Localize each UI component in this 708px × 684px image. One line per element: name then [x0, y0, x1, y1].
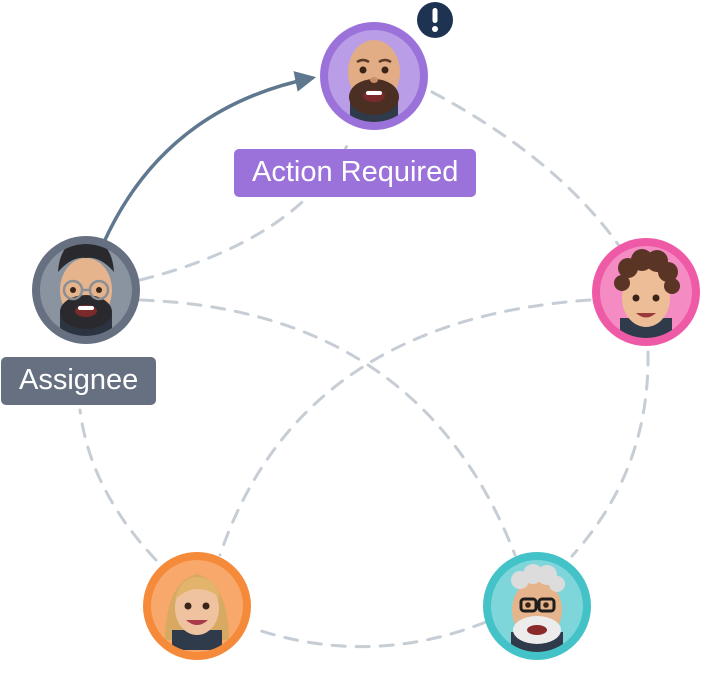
edge-bottomright-bottomleft	[250, 620, 488, 649]
edge-bottomleft-left	[78, 408, 158, 562]
avatar-assignee[interactable]	[32, 236, 140, 344]
action-required-label: Action Required	[234, 149, 477, 197]
avatar-member-right[interactable]	[592, 238, 700, 348]
bald-bearded-man-face	[348, 40, 400, 122]
connection-edges	[78, 90, 650, 649]
avatar-action-required[interactable]	[320, 22, 428, 130]
edge-left-bottomright	[138, 298, 517, 557]
edge-right-bottomright	[570, 350, 650, 558]
edge-top-right	[430, 90, 624, 252]
avatar-member-bottom-left[interactable]	[143, 552, 251, 660]
curly-hair-boy-face	[614, 249, 680, 338]
glasses-bearded-man-face	[58, 244, 114, 336]
edge-right-bottomleft	[218, 298, 592, 557]
edge-left-top	[138, 138, 352, 282]
assignee-label: Assignee	[1, 357, 157, 405]
grey-hair-glasses-man-face	[511, 564, 565, 652]
blonde-woman-face	[165, 574, 229, 650]
assign-arrow	[102, 71, 317, 244]
alert-badge	[417, 2, 453, 38]
avatar-member-bottom-right[interactable]	[483, 552, 591, 660]
